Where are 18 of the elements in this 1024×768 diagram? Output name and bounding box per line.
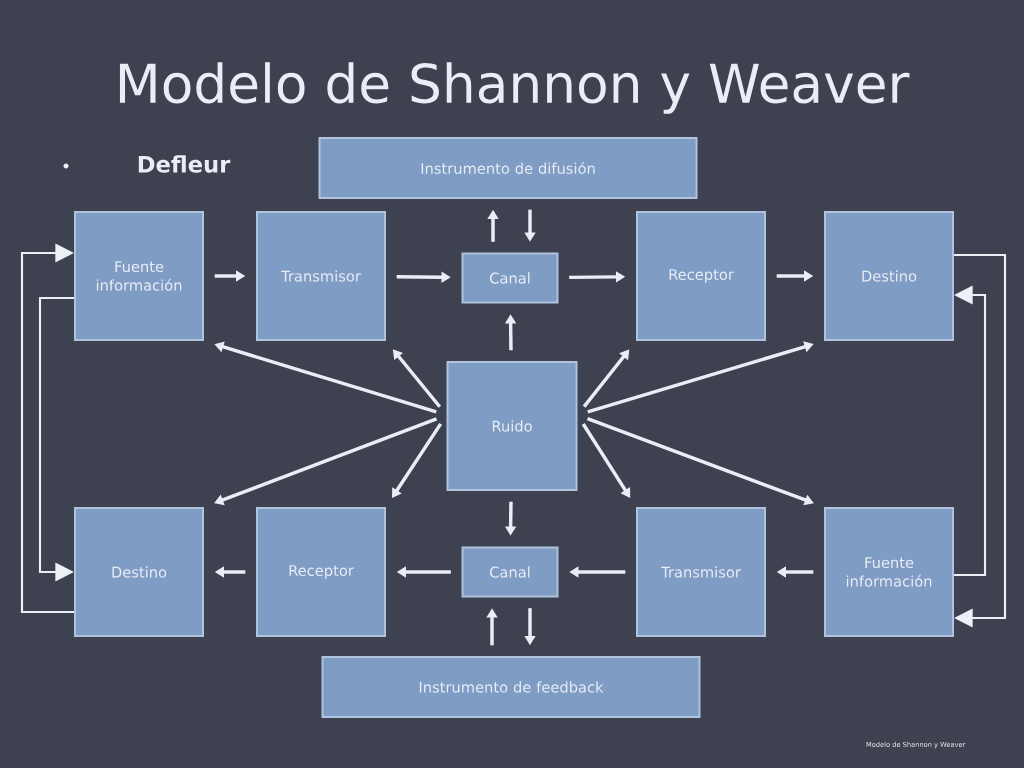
bullet-text: Defleur	[138, 155, 231, 173]
slide-title: Modelo de Shannon y Weaver	[119, 62, 910, 114]
process-box: Canal	[461, 252, 559, 304]
process-box: Destino	[74, 507, 204, 637]
process-box: Receptor	[256, 507, 386, 637]
process-box: Transmisor	[256, 211, 386, 341]
process-box: Ruido	[446, 361, 578, 491]
process-box: Destino	[824, 211, 954, 341]
process-box: Receptor	[636, 211, 766, 341]
arrow	[581, 423, 631, 498]
process-box: Fuente información	[74, 211, 204, 341]
process-box: Instrumento de feedback	[321, 656, 701, 718]
arrow	[20, 243, 74, 614]
arrow	[954, 253, 1007, 628]
process-box: Instrumento de difusión	[318, 137, 698, 199]
process-box: Fuente información	[824, 507, 954, 637]
process-box: Transmisor	[636, 507, 766, 637]
process-box: Canal	[461, 546, 559, 598]
